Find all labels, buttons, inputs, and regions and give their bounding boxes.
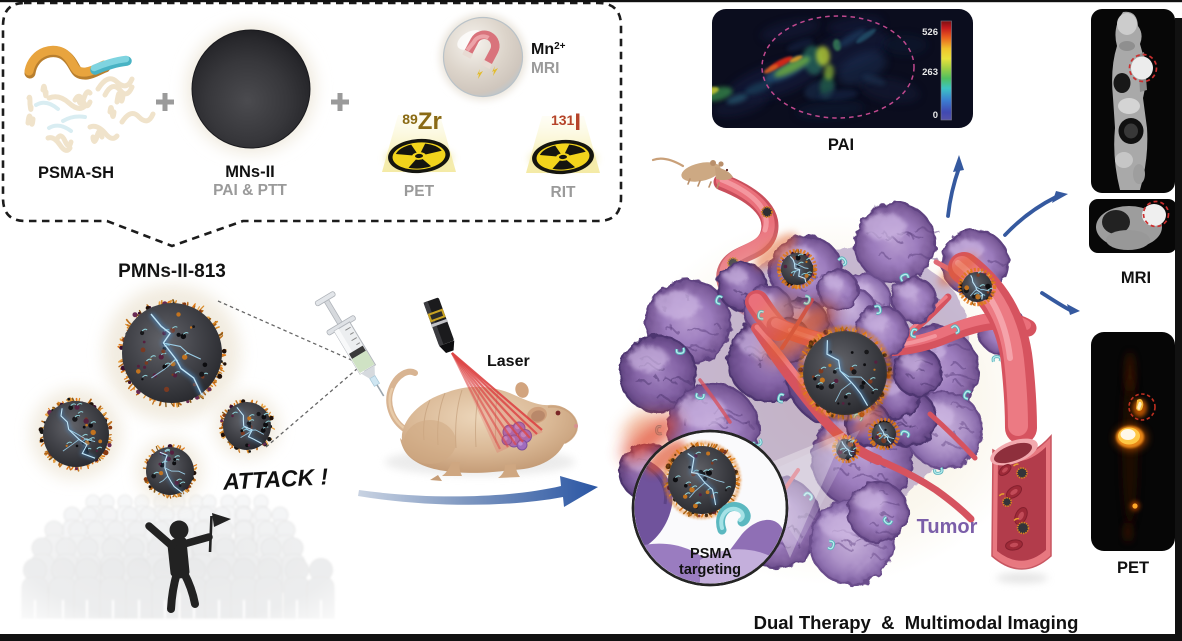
svg-text:PET: PET (1117, 559, 1149, 577)
svg-text:PMNs-II-813: PMNs-II-813 (118, 261, 226, 282)
svg-text:Laser: Laser (487, 353, 530, 370)
svg-text:PAI: PAI (828, 136, 854, 154)
svg-text:PET: PET (404, 183, 435, 200)
svg-text:MRI: MRI (531, 60, 559, 77)
svg-text:PAI & PTT: PAI & PTT (213, 182, 287, 199)
svg-text:263: 263 (922, 67, 938, 78)
svg-text:MNs-II: MNs-II (225, 163, 275, 181)
svg-text:PSMA: PSMA (690, 546, 732, 562)
svg-text:MRI: MRI (1121, 269, 1151, 287)
svg-text:0: 0 (933, 110, 938, 121)
svg-text:Dual Therapy & Multimodal Im: Dual Therapy & Multimodal Imaging (754, 612, 1079, 633)
svg-text:Tumor: Tumor (917, 516, 978, 538)
svg-text:131I: 131I (551, 109, 581, 136)
svg-text:526: 526 (922, 27, 938, 38)
svg-text:89Zr: 89Zr (402, 108, 442, 135)
svg-text:targeting: targeting (679, 562, 741, 578)
svg-text:PSMA-SH: PSMA-SH (38, 164, 114, 182)
svg-text:ATTACK !: ATTACK ! (221, 463, 329, 495)
svg-text:RIT: RIT (551, 184, 577, 201)
